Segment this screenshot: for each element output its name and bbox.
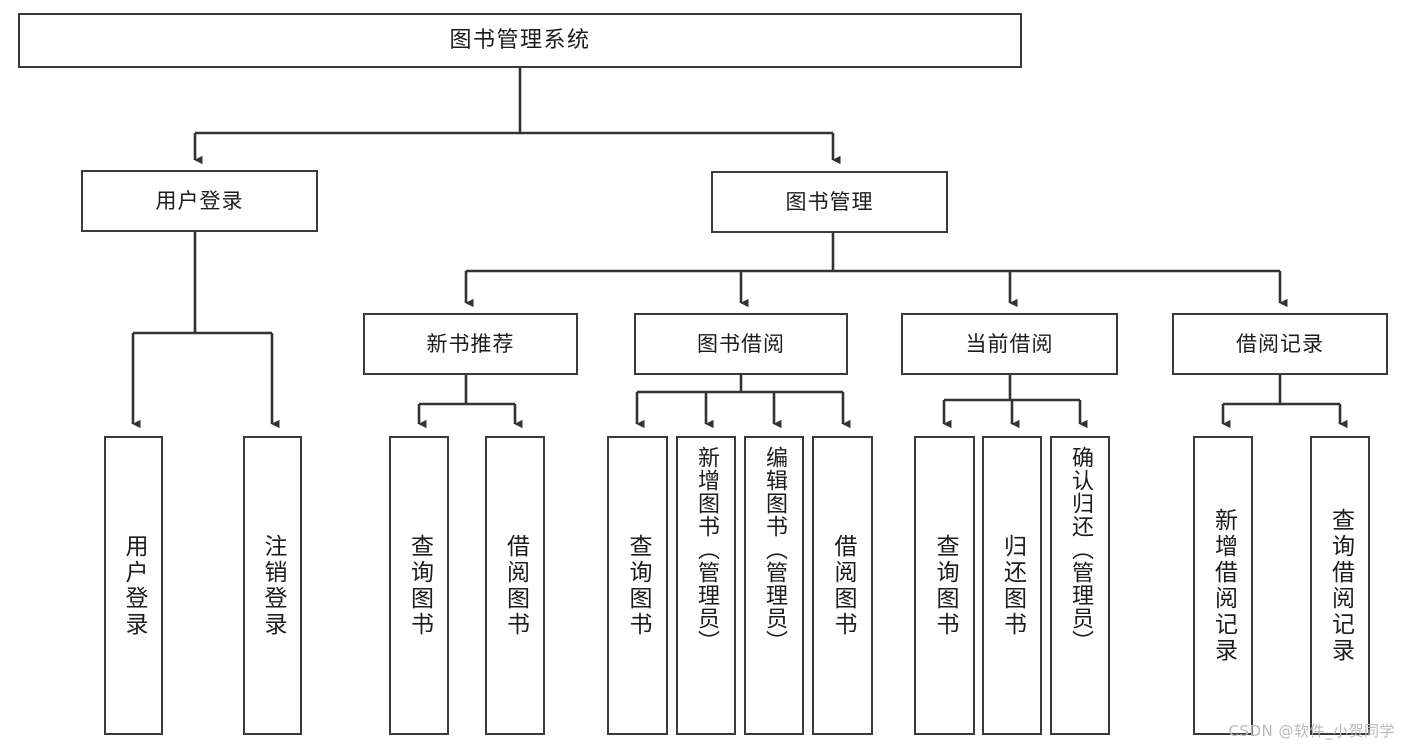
node-label: 查询图书 [932, 533, 958, 638]
node-label: 编辑图书（管理员） [762, 446, 787, 653]
node-label: 图书借阅 [697, 331, 785, 356]
node-label: 用户登录 [121, 533, 147, 638]
node-label: 新增图书（管理员） [694, 446, 719, 653]
node-user-login[interactable]: 用户登录 [81, 170, 318, 232]
node-root-book-management-system[interactable]: 图书管理系统 [18, 13, 1022, 68]
node-label: 图书管理系统 [449, 27, 591, 53]
node-label: 查询图书 [625, 533, 651, 638]
leaf-add-book-admin[interactable]: 新增图书（管理员） [676, 436, 736, 735]
node-label: 确认归还（管理员） [1068, 446, 1093, 653]
node-label: 用户登录 [155, 188, 244, 213]
node-borrow-records[interactable]: 借阅记录 [1172, 313, 1388, 375]
node-label: 图书管理 [785, 189, 874, 214]
leaf-query-borrow-record[interactable]: 查询借阅记录 [1310, 436, 1370, 735]
node-label: 借阅记录 [1236, 331, 1324, 356]
node-label: 查询图书 [406, 533, 433, 638]
leaf-confirm-return-admin[interactable]: 确认归还（管理员） [1050, 436, 1110, 735]
node-label: 借阅图书 [502, 533, 529, 638]
node-label: 注销登录 [260, 533, 286, 638]
node-label: 新书推荐 [426, 331, 515, 356]
leaf-user-login[interactable]: 用户登录 [104, 436, 163, 735]
node-label: 查询借阅记录 [1327, 507, 1354, 664]
leaf-query-book-recommend[interactable]: 查询图书 [389, 436, 449, 735]
node-label: 归还图书 [999, 533, 1026, 638]
node-new-book-recommendation[interactable]: 新书推荐 [363, 313, 578, 375]
node-book-management[interactable]: 图书管理 [711, 171, 948, 233]
node-label: 借阅图书 [830, 533, 856, 638]
leaf-borrow-book-recommend[interactable]: 借阅图书 [485, 436, 545, 735]
leaf-query-book-current[interactable]: 查询图书 [914, 436, 975, 735]
leaf-query-book-borrow[interactable]: 查询图书 [607, 436, 668, 735]
leaf-return-book[interactable]: 归还图书 [982, 436, 1042, 735]
node-label: 新增借阅记录 [1210, 507, 1237, 664]
node-book-borrowing[interactable]: 图书借阅 [634, 313, 848, 375]
leaf-borrow-book[interactable]: 借阅图书 [812, 436, 873, 735]
node-current-borrowing[interactable]: 当前借阅 [901, 313, 1118, 375]
leaf-logout[interactable]: 注销登录 [243, 436, 302, 735]
watermark: CSDN @软件_小贺同学 [1228, 722, 1395, 740]
node-label: 当前借阅 [965, 331, 1054, 356]
leaf-edit-book-admin[interactable]: 编辑图书（管理员） [744, 436, 804, 735]
leaf-add-borrow-record[interactable]: 新增借阅记录 [1193, 436, 1253, 735]
